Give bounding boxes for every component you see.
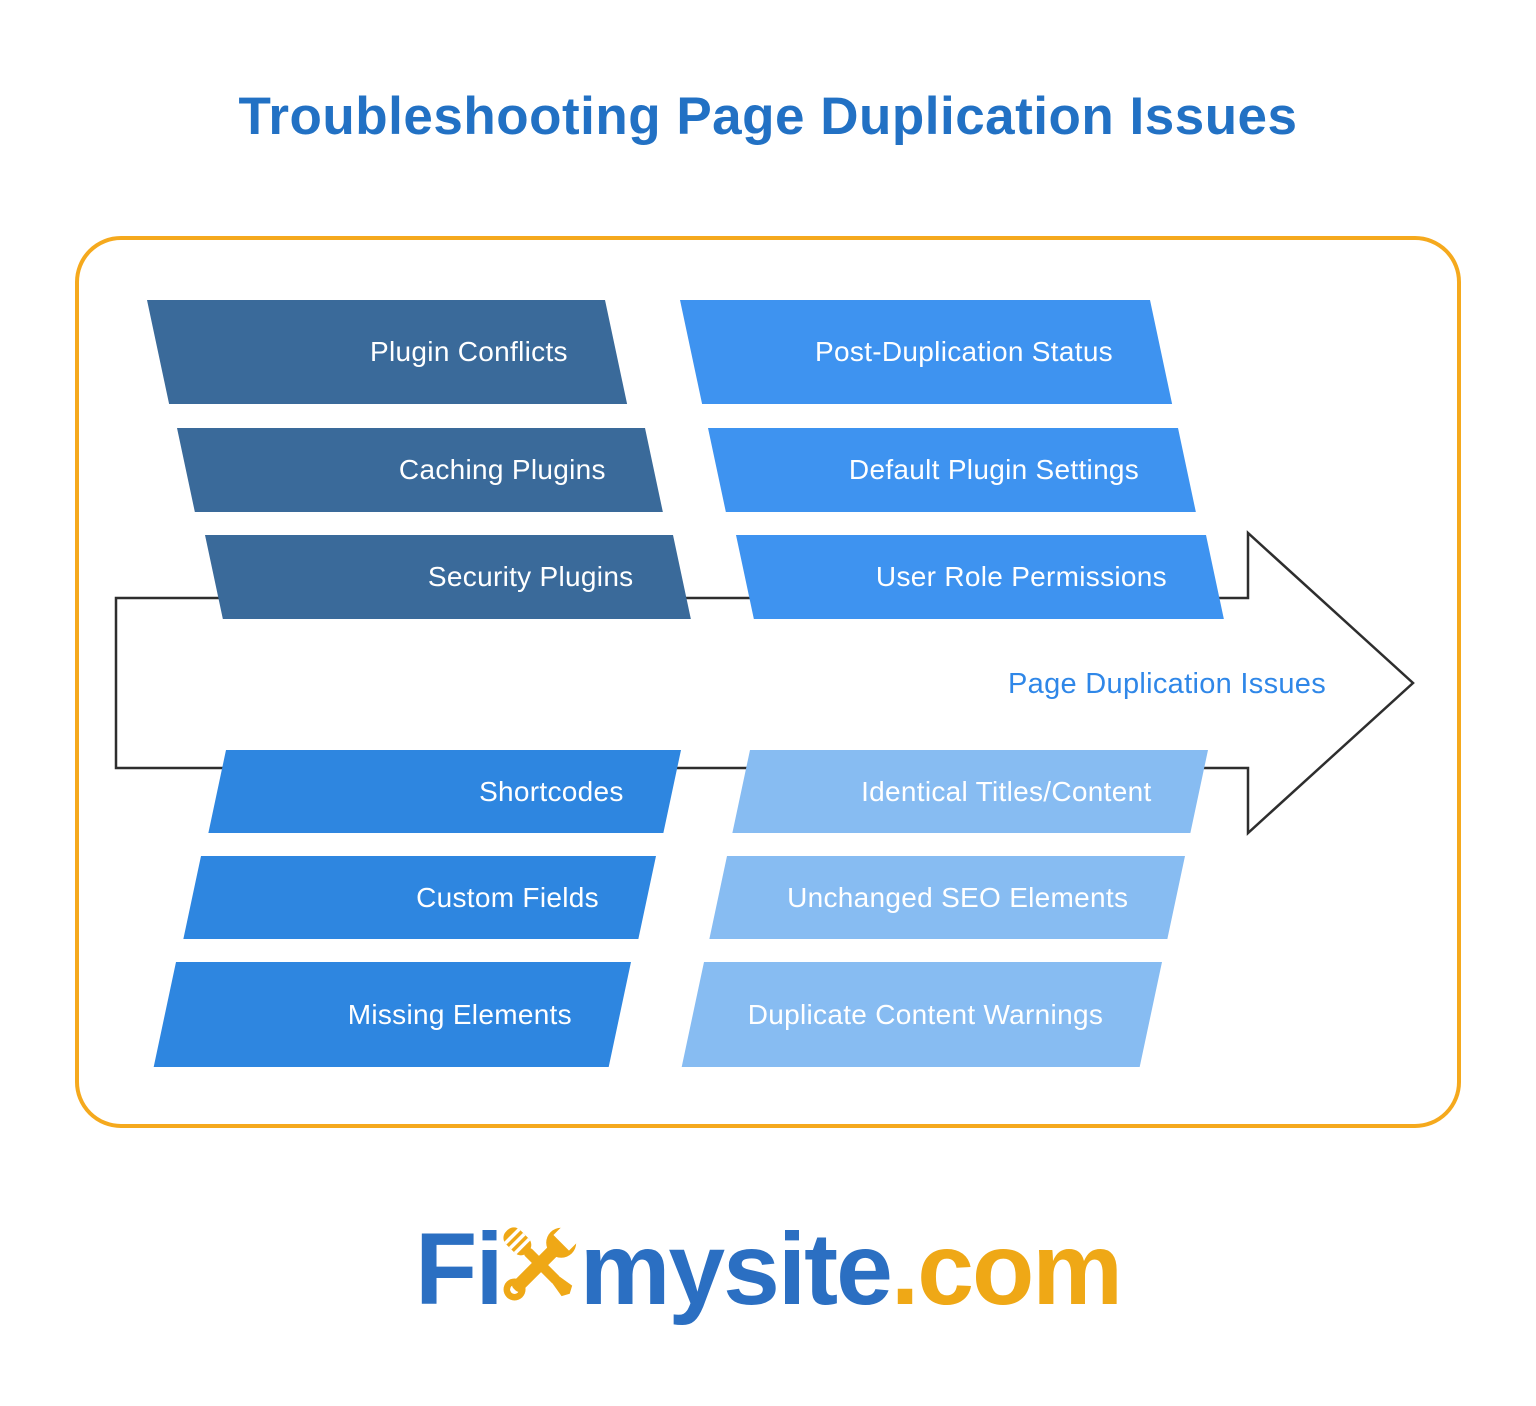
logo-text-fi: Fi <box>415 1212 504 1326</box>
box-label: Shortcodes <box>479 775 625 807</box>
logo-text-mysite: mysite <box>579 1212 893 1326</box>
arrow-label: Page Duplication Issues <box>1008 668 1327 700</box>
cause-box-identical-titles-content: Identical Titles/Content <box>732 750 1208 833</box>
box-label: User Role Permissions <box>875 561 1167 592</box>
box-label: Missing Elements <box>347 998 572 1030</box>
cause-box-plugin-conflicts: Plugin Conflicts <box>147 300 628 404</box>
page-title: Troubleshooting Page Duplication Issues <box>238 87 1298 146</box>
wrench-screwdriver-x-icon <box>503 1219 585 1301</box>
cause-box-security-plugins: Security Plugins <box>205 535 691 619</box>
cause-box-default-plugin-settings: Default Plugin Settings <box>708 428 1196 512</box>
box-label: Unchanged SEO Elements <box>786 881 1129 913</box>
box-label: Identical Titles/Content <box>860 775 1152 807</box>
cause-box-caching-plugins: Caching Plugins <box>177 428 663 512</box>
box-label: Default Plugin Settings <box>848 454 1139 485</box>
box-label: Duplicate Content Warnings <box>747 998 1103 1030</box>
box-label: Plugin Conflicts <box>370 336 569 367</box>
box-label: Custom Fields <box>416 881 600 913</box>
cause-box-shortcodes: Shortcodes <box>208 750 682 833</box>
logo-text-com: .com <box>890 1212 1123 1326</box>
cause-box-user-role-permissions: User Role Permissions <box>736 535 1224 619</box>
cause-box-missing-elements: Missing Elements <box>153 962 631 1067</box>
cause-box-post-duplication-status: Post-Duplication Status <box>680 300 1173 404</box>
cause-box-custom-fields: Custom Fields <box>183 856 657 939</box>
cause-box-unchanged-seo-elements: Unchanged SEO Elements <box>709 856 1185 939</box>
logo: Fi mysite .com <box>0 1212 1536 1320</box>
box-label: Post-Duplication Status <box>815 336 1114 367</box>
box-label: Security Plugins <box>428 561 634 592</box>
box-label: Caching Plugins <box>399 454 606 485</box>
cause-box-duplicate-content-warnings: Duplicate Content Warnings <box>681 962 1162 1067</box>
